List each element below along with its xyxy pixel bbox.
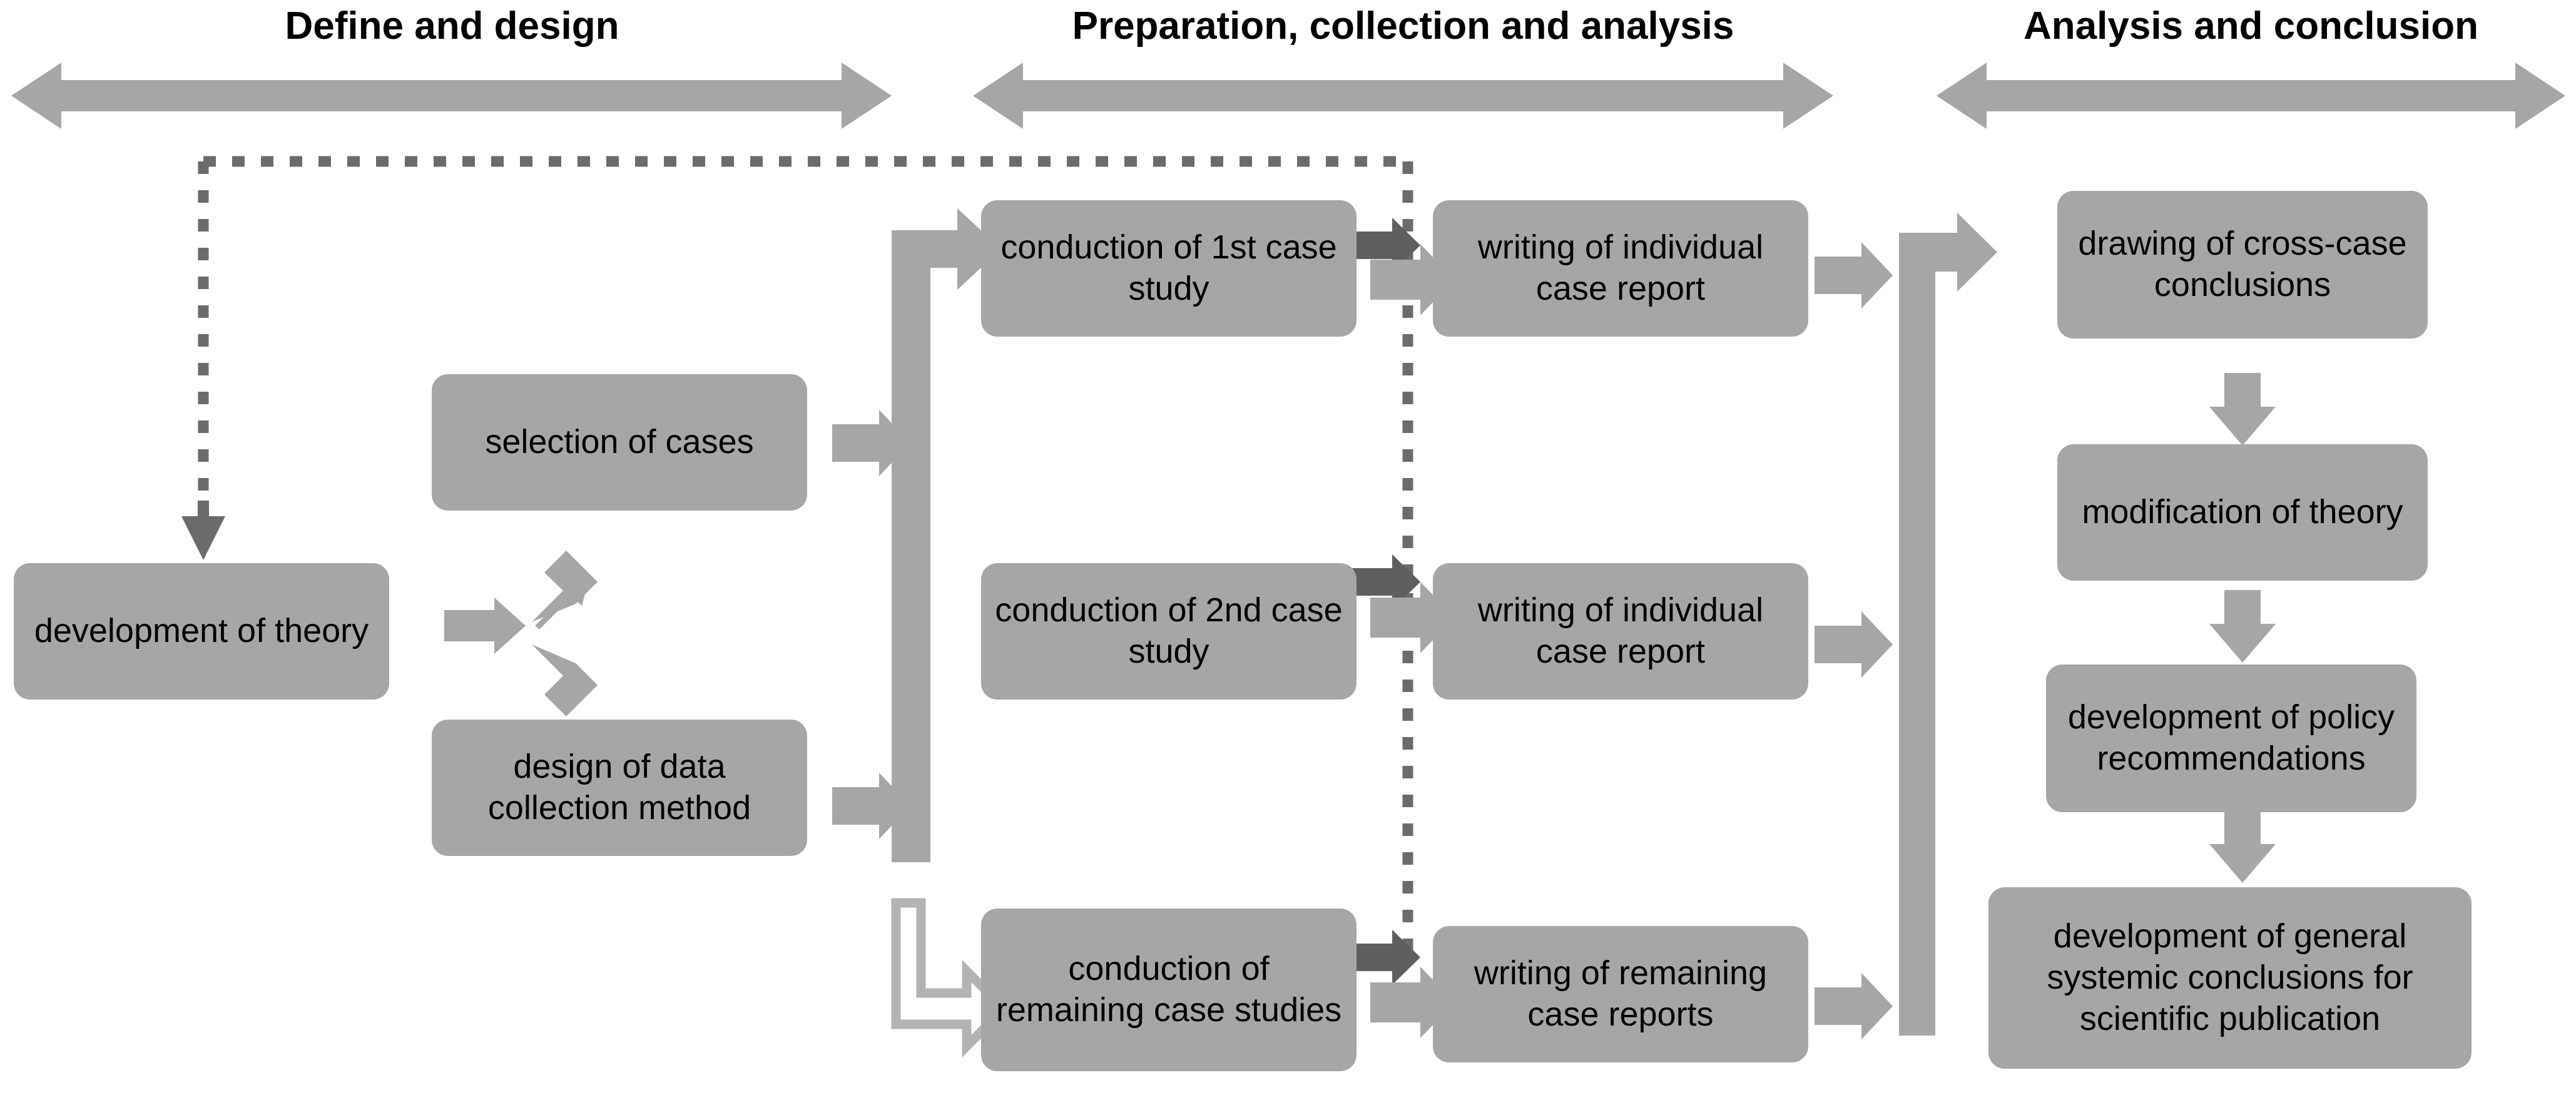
node-development-of-policy-recommendations[interactable]: development of policy recommendations [2046,665,2416,812]
node-design-of-data-collection-method[interactable]: design of data collection method [432,720,807,856]
node-writing-of-remaining-case-reports[interactable]: writing of remaining case reports [1433,926,1808,1062]
design-to-bus-arrow [832,773,910,839]
report-remaining-to-bus-arrow [1815,973,1893,1039]
modification-to-policy-arrow [2209,590,2276,663]
node-writing-of-individual-case-report-2[interactable]: writing of individual case report [1433,563,1808,700]
node-conduction-of-remaining-case-studies[interactable]: conduction of remaining case studies [981,909,1357,1071]
phase-header-arrow-analysis-and-conclusion [1937,63,2565,129]
node-development-of-general-systemic-conclusions[interactable]: development of general systemic conclusi… [1988,887,2472,1069]
policy-to-general-conclusions-arrow [2209,810,2276,883]
phase-header-preparation-collection-analysis: Preparation, collection and analysis [1072,4,1734,48]
report-bus-to-cross-case-conclusions [1899,213,1997,1036]
node-development-of-theory[interactable]: development of theory [14,563,389,700]
node-writing-of-individual-case-report-1[interactable]: writing of individual case report [1433,200,1808,337]
phase-header-analysis-and-conclusion: Analysis and conclusion [2024,4,2478,48]
node-drawing-of-cross-case-conclusions[interactable]: drawing of cross-case conclusions [2057,191,2428,339]
node-conduction-of-2nd-case-study[interactable]: conduction of 2nd case study [981,563,1357,700]
phase-header-arrow-preparation-collection-analysis [973,63,1833,129]
phase-header-define-and-design: Define and design [285,4,619,48]
node-conduction-of-1st-case-study[interactable]: conduction of 1st case study [981,200,1357,337]
case-study-1-to-dotted-line-arrow [1348,218,1420,273]
case-study-2-to-dotted-line-arrow [1348,554,1420,609]
report-1-to-bus-arrow [1815,242,1893,308]
phase-header-arrow-define-and-design [11,63,892,129]
node-modification-of-theory[interactable]: modification of theory [2057,444,2428,581]
selection-to-bus-arrow [832,410,910,476]
case-study-remaining-to-dotted-line-arrow [1348,930,1420,985]
cross-case-to-modification-arrow [2209,373,2276,446]
report-2-to-bus-arrow [1815,611,1893,678]
theory-branch-arrow [444,551,598,716]
node-selection-of-cases[interactable]: selection of cases [432,374,807,511]
